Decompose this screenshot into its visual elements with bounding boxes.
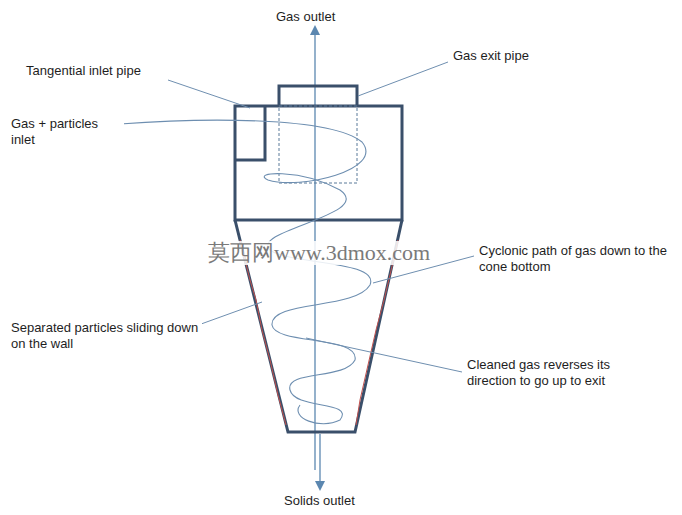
solids-outlet-arrow [319, 434, 320, 486]
callout-label: Cyclonic path of gas down to the cone bo… [478, 243, 678, 275]
callout-label: Cleaned gas reverses its direction to go… [466, 357, 643, 389]
callout-label: Separated particles sliding down on the … [10, 320, 202, 352]
part-label: Gas exit pipe [452, 48, 530, 64]
inlet-label: Gas + particles inlet [10, 116, 124, 148]
particle-trace [356, 240, 398, 425]
outlet-label: Solids outlet [283, 493, 356, 509]
watermark: 莫西网www.3dmox.com [207, 241, 431, 265]
outlet-label: Gas outlet [275, 9, 336, 25]
leader-lines [168, 62, 474, 372]
cyclonic-path [120, 120, 371, 424]
part-label: Tangential inlet pipe [25, 63, 142, 79]
